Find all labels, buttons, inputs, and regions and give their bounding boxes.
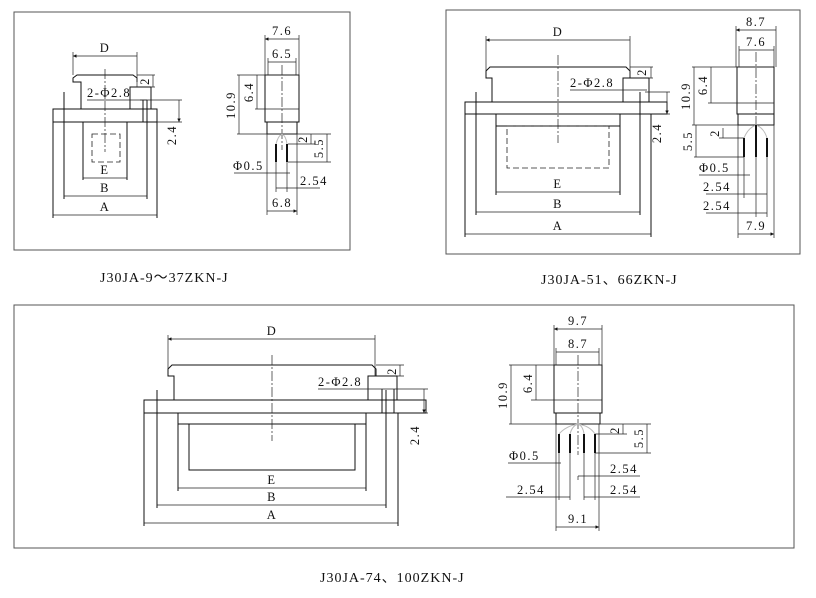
dim-pin-length: 5.5 — [312, 138, 326, 158]
dim-A-label: A — [267, 508, 278, 522]
dim-body-height: 6.4 — [696, 75, 710, 95]
dim-pin-length: 5.5 — [681, 131, 695, 151]
hidden-cavity — [91, 133, 121, 163]
side-leader-lines — [506, 462, 640, 498]
dimension-lines — [53, 56, 179, 216]
dim-step-label: 2 — [138, 77, 152, 85]
panel-1-frame — [13, 11, 351, 251]
side-body — [736, 66, 775, 115]
dim-pitch-1: 2.54 — [610, 462, 638, 476]
dim-pin-length: 5.5 — [632, 428, 646, 448]
panel-3-caption: J30JA-74、100ZKN-J — [320, 571, 465, 586]
side-dimension-lines — [510, 329, 648, 527]
panel-1: D E B A 2-Φ2.8 2 2.4 7.6 6.5 10.9 6.4 2 … — [13, 11, 351, 286]
dim-height: 10.9 — [224, 91, 238, 119]
panel-1-side-view: 7.6 6.5 10.9 6.4 2 5.5 Φ0.5 2.54 6.8 — [224, 24, 331, 215]
dim-pitch-1: 2.54 — [703, 180, 731, 194]
dim-height: 10.9 — [679, 82, 693, 110]
pin-fan — [558, 423, 596, 435]
dim-B-label: B — [553, 197, 563, 211]
dim-width-outer: 7.6 — [272, 24, 292, 38]
panel-2-side-view: 8.7 7.6 10.9 6.4 2 5.5 Φ0.5 2.54 2.54 7.… — [679, 15, 776, 238]
dim-E-label: E — [267, 473, 276, 487]
solder-pins — [558, 434, 596, 453]
dim-E-label: E — [100, 163, 109, 177]
dim-pitch-1: 2.54 — [300, 174, 328, 188]
dim-pin-step: 2 — [708, 129, 722, 137]
panel-1-caption: J30JA-9～37ZKN-J — [100, 271, 229, 286]
hole-callout: 2-Φ2.8 — [87, 86, 131, 100]
extension-lines — [143, 389, 399, 526]
dim-width-outer: 9.7 — [568, 314, 588, 328]
dim-D-label: D — [553, 25, 564, 39]
dim-E-label: E — [553, 177, 562, 191]
dim-step-label: 2 — [635, 68, 649, 76]
panel-3-side-view: 9.7 8.7 10.9 6.4 2 5.5 Φ0.5 2.54 2.54 2.… — [496, 314, 651, 531]
dim-step-label: 2 — [385, 367, 399, 375]
side-dimension-lines — [238, 39, 328, 211]
dim-pin-diameter: Φ0.5 — [699, 161, 730, 175]
pin-fan — [275, 133, 288, 145]
panel-2-frame — [445, 9, 801, 255]
dim-A-label: A — [553, 219, 564, 233]
dim-pin-diameter: Φ0.5 — [509, 449, 540, 463]
solder-pins — [743, 125, 768, 157]
mounting-flange — [143, 399, 427, 414]
hole-callout: 2-Φ2.8 — [318, 375, 362, 389]
panel-1-front-view: D E B A 2-Φ2.8 2 2.4 — [52, 41, 182, 218]
hole-callout: 2-Φ2.8 — [570, 76, 614, 90]
dimension-lines — [465, 40, 667, 235]
dim-base-width: 6.8 — [272, 196, 292, 210]
dim-width-inner: 8.7 — [568, 337, 588, 351]
dim-width-inner: 6.5 — [272, 47, 292, 61]
dim-pin-step: 2 — [608, 426, 622, 434]
side-leader-lines — [699, 174, 767, 214]
dim-B-label: B — [100, 181, 110, 195]
dim-base-width: 7.9 — [746, 219, 766, 233]
dim-base-width: 9.1 — [568, 512, 588, 526]
dim-pin-step: 2 — [296, 135, 310, 143]
dim-thickness-label: 2.4 — [165, 125, 179, 145]
panel-3-front-view: D E B A 2-Φ2.8 2 2.4 — [143, 324, 428, 526]
side-dimension-lines — [693, 30, 776, 234]
panel-2: D E B A 2-Φ2.8 2 2.4 8.7 7.6 10.9 6.4 2 … — [445, 9, 801, 288]
side-leader-lines — [234, 172, 320, 189]
dim-height: 10.9 — [496, 381, 510, 409]
dim-pitch-2: 2.54 — [517, 483, 545, 497]
panel-2-front-view: D E B A 2-Φ2.8 2 2.4 — [464, 25, 670, 237]
dim-thickness-label: 2.4 — [650, 123, 664, 143]
dim-D-label: D — [267, 324, 278, 338]
panel-3: D E B A 2-Φ2.8 2 2.4 9.7 8.7 10.9 6.4 2 … — [13, 304, 795, 586]
dimension-lines — [144, 339, 424, 524]
dim-width-outer: 8.7 — [746, 15, 766, 29]
dim-B-label: B — [267, 490, 277, 504]
panel-3-frame — [13, 304, 795, 549]
side-extension-lines — [509, 325, 651, 531]
dim-A-label: A — [100, 200, 111, 214]
extension-lines — [52, 92, 158, 218]
panel-2-caption: J30JA-51、66ZKN-J — [541, 273, 678, 288]
cavity-outline — [188, 423, 356, 471]
dim-pitch-3: 2.54 — [610, 483, 638, 497]
dim-thickness-label: 2.4 — [408, 425, 422, 445]
dim-body-height: 6.4 — [242, 82, 256, 102]
mounting-block — [129, 86, 152, 109]
dim-pin-diameter: Φ0.5 — [233, 159, 264, 173]
mounting-flange — [464, 101, 668, 115]
solder-pins — [275, 144, 288, 162]
dim-D-label: D — [100, 41, 111, 55]
dim-width-inner: 7.6 — [746, 35, 766, 49]
dim-body-height: 6.4 — [521, 373, 535, 393]
dim-pitch-2: 2.54 — [703, 199, 731, 213]
